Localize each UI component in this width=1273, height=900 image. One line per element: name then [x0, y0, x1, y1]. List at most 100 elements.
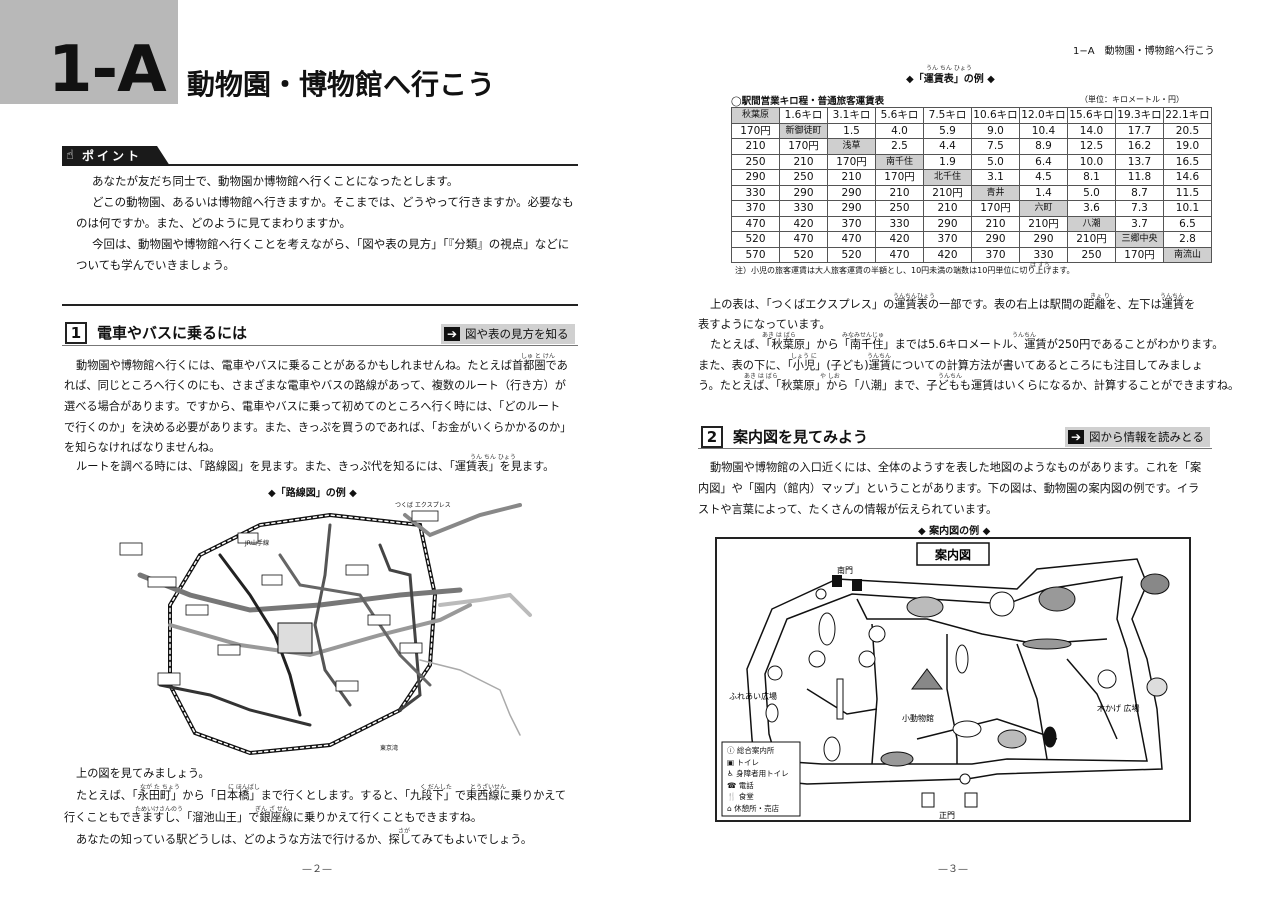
- toilet-icon: ▣: [727, 757, 737, 767]
- point-box: [62, 170, 578, 306]
- section-title: 電車やバスに乗るには: [97, 324, 248, 342]
- body-line: 上の表は、「つくばエクスプレス」の運賃表の一部です。表の右上は駅間の距離を、左下…: [710, 298, 1196, 311]
- map-title: 案内図: [934, 547, 971, 562]
- body-line: 内図」や「園内（館内）マップ」ということがあります。下の図は、動物園の案内図の例…: [698, 482, 1200, 495]
- chapter-title: 動物園・博物館へ行こう: [187, 68, 496, 101]
- fish-icon: [997, 729, 1027, 749]
- map-legend: [721, 741, 801, 817]
- south-gate-pillar: [852, 579, 862, 591]
- fare-cell: 370: [971, 246, 1020, 263]
- ruby: く だんした: [420, 784, 452, 791]
- fare-cell: 210: [731, 138, 780, 155]
- fare-cell: 2.8: [1163, 231, 1212, 248]
- route-map-label: 東京湾: [380, 744, 398, 752]
- fare-cell: 1.4: [1019, 184, 1068, 201]
- fare-cell: 10.6キロ: [971, 107, 1020, 124]
- fare-cell: 16.5: [1163, 153, 1212, 170]
- body-line: 行くこともできますし、「溜池山王」で銀座線に乗りかえて行くこともできますね。: [64, 811, 483, 824]
- fare-cell: 170円: [971, 200, 1020, 217]
- bear-icon: [1140, 573, 1170, 595]
- station-box: [411, 510, 439, 522]
- point-label: ポイント: [82, 149, 143, 163]
- station-box: [345, 564, 369, 576]
- cow-icon: [989, 591, 1015, 617]
- station-box: [399, 642, 423, 654]
- hand-point-icon: ☝: [66, 148, 74, 163]
- legend-item-info: ⓘ 総合案内所: [727, 746, 775, 755]
- fare-cell: 12.0キロ: [1019, 107, 1068, 124]
- fare-cell: 520: [827, 246, 876, 263]
- zoo-map-drawing: 案内図 南門 正門 ふれあい広場 木かげ 広場 小動物館: [721, 542, 1170, 820]
- station-box: [185, 604, 209, 616]
- fare-cell: 210: [971, 215, 1020, 232]
- zoo-outer-path: [746, 558, 1163, 785]
- fare-station-cell: 南流山: [1163, 246, 1212, 263]
- legend-item-accessible-toilet: ♿ 身障者用トイレ: [727, 769, 789, 778]
- ruby: うんちん: [938, 373, 963, 380]
- rabbit-icon: [765, 703, 779, 723]
- route-map-label: JR山手線: [244, 539, 269, 547]
- fare-cell: 6.5: [1163, 215, 1212, 232]
- fare-cell: 330: [731, 184, 780, 201]
- giraffe-icon: [836, 678, 844, 720]
- fare-table-note: 注）小児の旅客運賃は大人旅客運賃の半額とし、10円未満の端数は10円単位に切り上…: [735, 266, 1075, 275]
- tree-icon: [858, 650, 876, 668]
- point-line: 今回は、動物園や博物館へ行くことを考えながら、「図や表の見方」「『分類』の視点」…: [92, 237, 570, 251]
- body-line: たとえば、「永田町」から「日本橋」まで行くとします。すると、「九段下」で東西線に…: [76, 789, 567, 802]
- rail-line: [137, 572, 463, 613]
- rail-line: [378, 543, 422, 712]
- chapter-number-box: [0, 0, 178, 104]
- fare-cell: 470: [779, 231, 828, 248]
- body-line: あなたの知っている駅どうしは、どのような方法で行けるか、探してみてもよいでしょう…: [76, 833, 533, 846]
- fare-cell: 3.7: [1115, 215, 1164, 232]
- fare-cell: 20.5: [1163, 122, 1212, 139]
- fare-station-cell: 六町: [1019, 200, 1068, 217]
- fare-cell: 170円: [1115, 246, 1164, 263]
- point-line: どこの動物園、あるいは博物館へ行きますか。そこまでは、どうやって行きますか。必要…: [92, 195, 574, 209]
- tiger-icon: [880, 751, 914, 767]
- info-center-icon: [959, 773, 971, 785]
- tree-icon: [868, 625, 886, 643]
- section-title: 案内図を見てみよう: [733, 428, 869, 446]
- fare-station-cell: 北千住: [923, 169, 972, 186]
- fare-cell: 5.6キロ: [875, 107, 924, 124]
- fare-station-cell: 新御徒町: [779, 122, 828, 139]
- body-line: を知らなければなりませんね。: [64, 441, 221, 454]
- fare-cell: 170円: [779, 138, 828, 155]
- info-center-icon: [815, 588, 827, 600]
- fare-cell: 290: [779, 184, 828, 201]
- ruby: ぎん ざ せん: [255, 806, 289, 813]
- map-title-box: [916, 542, 990, 566]
- ruby: うんちん: [1012, 332, 1037, 339]
- fare-cell: 22.1キロ: [1163, 107, 1212, 124]
- tree-icon: [1097, 669, 1117, 689]
- fare-cell: 5.9: [923, 122, 972, 139]
- fare-cell: 13.7: [1115, 153, 1164, 170]
- face-icon: [767, 665, 783, 681]
- section-link-read-map[interactable]: ➔図から情報を読みとる: [1065, 427, 1210, 447]
- fare-cell: 11.5: [1163, 184, 1212, 201]
- fare-cell: 10.4: [1019, 122, 1068, 139]
- ruby: さが: [398, 828, 411, 835]
- route-map-caption: ◆「路線図」の例 ◆: [268, 488, 357, 499]
- fureai-plaza-label: ふれあい広場: [729, 691, 777, 701]
- station-box: [367, 614, 391, 626]
- rail-line: [218, 553, 302, 717]
- fare-cell: 330: [779, 200, 828, 217]
- legend-item-restaurant: 🍴 食堂: [727, 792, 754, 801]
- station-box: [157, 672, 181, 686]
- fare-cell: 10.0: [1067, 153, 1116, 170]
- fare-cell: 290: [827, 200, 876, 217]
- phone-icon: ☎: [727, 780, 739, 790]
- fare-cell: 420: [923, 246, 972, 263]
- fare-cell: 7.3: [1115, 200, 1164, 217]
- arrow-right-icon: ➔: [1068, 430, 1084, 444]
- fare-cell: 250: [779, 169, 828, 186]
- fare-cell: 8.1: [1067, 169, 1116, 186]
- section-link-chart-reading[interactable]: ➔図や表の見方を知る: [441, 324, 575, 344]
- fare-cell: 16.2: [1115, 138, 1164, 155]
- fare-table-unit: （単位：キロメートル・円）: [1080, 95, 1184, 104]
